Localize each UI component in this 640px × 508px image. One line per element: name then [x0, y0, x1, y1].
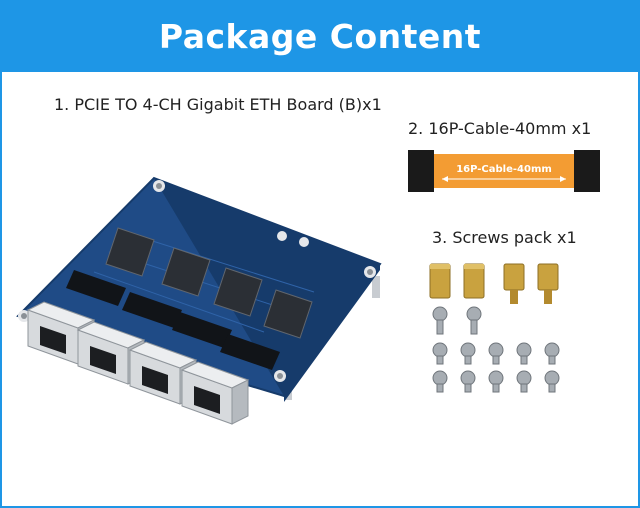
cable-image: 16P-Cable-40mm	[408, 148, 600, 196]
cable-print-text: 16P-Cable-40mm	[456, 164, 552, 175]
item-label-board: 1. PCIE TO 4-CH Gigabit ETH Board (B)x1	[54, 95, 382, 114]
item-label-screws: 3. Screws pack x1	[432, 228, 577, 247]
item-label-cable: 2. 16P-Cable-40mm x1	[408, 119, 592, 138]
header-banner: Package Content	[0, 0, 640, 72]
screws-image	[418, 256, 578, 406]
board-image	[14, 172, 394, 442]
page-title: Package Content	[158, 16, 482, 56]
